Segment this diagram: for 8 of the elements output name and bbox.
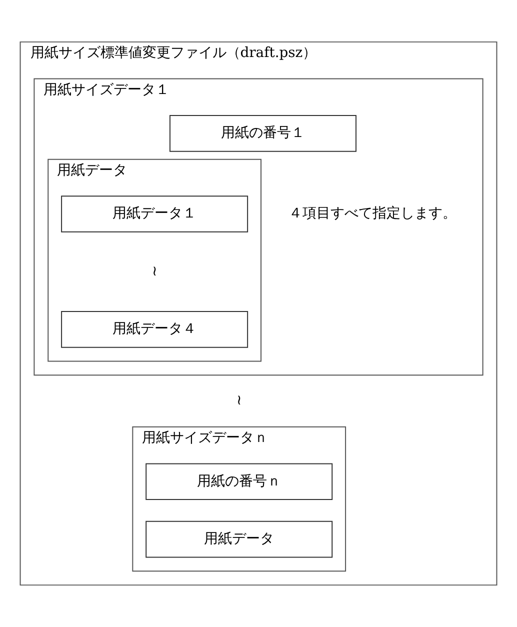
node-box: 用紙データ <box>146 520 333 558</box>
node-box: 用紙データ１ <box>61 196 248 232</box>
label: ≀ <box>236 392 242 409</box>
label: ４項目すべて指定します。 <box>288 206 456 222</box>
node-box: 用紙の番号ｎ <box>146 463 333 500</box>
label: ≀ <box>152 263 158 280</box>
node-box: 用紙の番号１ <box>169 115 356 152</box>
node-box: 用紙データ４ <box>61 311 248 348</box>
